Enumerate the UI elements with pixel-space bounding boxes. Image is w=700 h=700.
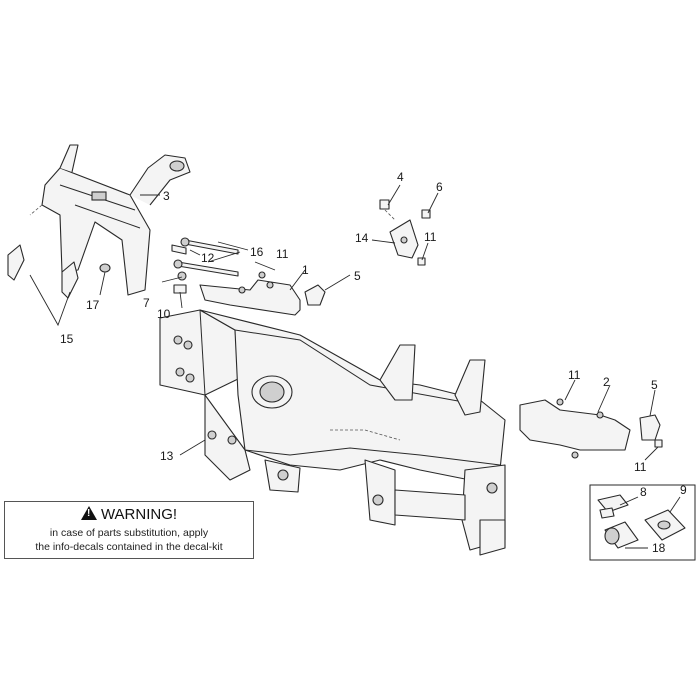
decal-kit-box [589, 484, 696, 561]
callout-11-top-right: 11 [424, 230, 437, 244]
warning-title: !WARNING! [5, 506, 253, 523]
callout-16: 16 [250, 245, 264, 259]
callout-9: 9 [680, 483, 687, 497]
warning-line-1: in case of parts substitution, apply [49, 527, 209, 539]
callout-10: 10 [157, 307, 171, 321]
callout-6: 6 [436, 180, 443, 194]
small-parts-top-right [379, 199, 431, 266]
callout-11-right: 11 [568, 368, 581, 382]
spring-clips [7, 244, 79, 299]
callout-15: 15 [60, 332, 74, 346]
warning-triangle-icon: ! [80, 506, 97, 520]
bracket-1 [199, 271, 326, 316]
callout-17: 17 [86, 298, 100, 312]
callout-3: 3 [163, 189, 170, 203]
callout-5-right: 5 [651, 378, 658, 392]
callout-11-bottom-right: 11 [634, 460, 647, 474]
callout-12: 12 [201, 251, 215, 265]
callout-11-top-left: 11 [276, 247, 289, 261]
bracket-2 [519, 398, 663, 459]
callout-5-top: 5 [354, 269, 361, 283]
warning-line-2: the info-decals contained in the decal-k… [35, 541, 223, 553]
warning-notice: !WARNING! in case of parts substitution,… [4, 501, 254, 559]
callout-4: 4 [397, 170, 404, 184]
bolts-group-left [99, 237, 239, 294]
callout-2: 2 [603, 375, 610, 389]
callout-7: 7 [143, 296, 150, 310]
fairing-bracket [29, 144, 191, 296]
callout-13: 13 [160, 449, 174, 463]
leader-lines [29, 184, 681, 549]
callout-14: 14 [355, 231, 369, 245]
callout-1: 1 [302, 263, 309, 277]
warning-title-text: WARNING! [100, 506, 178, 523]
main-frame [159, 309, 506, 556]
callout-8: 8 [640, 485, 647, 499]
callout-18: 18 [652, 541, 666, 555]
callout-labels: 3 16 12 11 1 5 4 6 14 11 7 10 17 15 13 1… [60, 170, 687, 555]
